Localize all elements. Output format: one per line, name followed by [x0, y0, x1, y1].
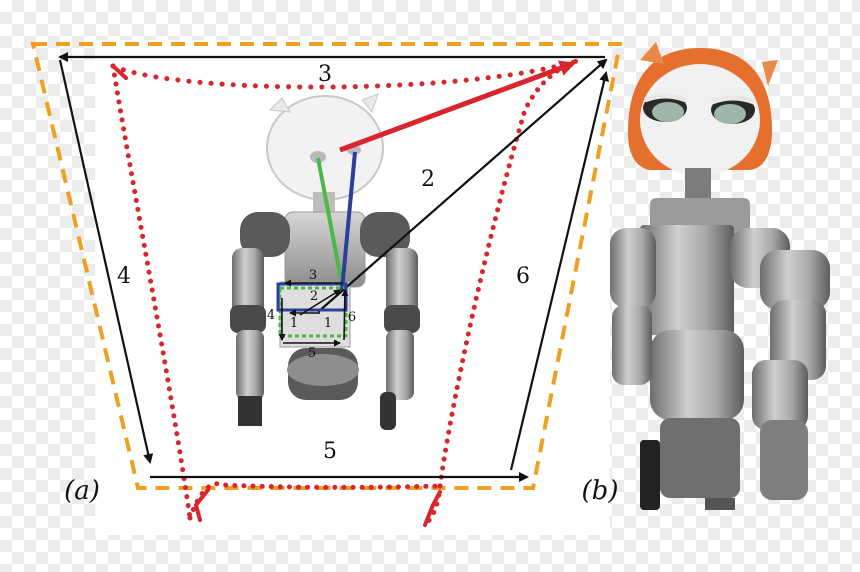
panel-label-a: (a): [64, 476, 100, 506]
inner-label-4: 4: [267, 308, 275, 323]
green-segment: [316, 157, 345, 291]
outer-label-4: 4: [117, 264, 131, 289]
outer-label-6: 6: [516, 264, 530, 289]
inner-label-6: 6: [348, 310, 356, 325]
inner-workspace: [276, 279, 349, 347]
workspace-boundary: [30, 42, 623, 490]
outer-arrows: [58, 52, 610, 482]
blue-segment: [340, 151, 357, 291]
inner-label-2: 2: [310, 289, 318, 304]
red-trajectory: [110, 57, 583, 528]
outer-label-3: 3: [318, 62, 332, 87]
real-robot-photo: [610, 42, 830, 510]
arrow-4: [58, 59, 154, 464]
panel-label-b: (b): [582, 476, 619, 506]
inner-label-1-right: 1: [324, 316, 332, 331]
inner-label-3: 3: [309, 268, 317, 283]
arrow-6: [509, 71, 610, 471]
arrow-2: [317, 58, 608, 313]
red-gaze-arrow: [339, 60, 576, 153]
outer-label-2: 2: [421, 167, 435, 192]
inner-label-5: 5: [308, 346, 316, 361]
outer-label-5: 5: [323, 439, 337, 464]
inner-label-1-left: 1: [290, 316, 298, 331]
